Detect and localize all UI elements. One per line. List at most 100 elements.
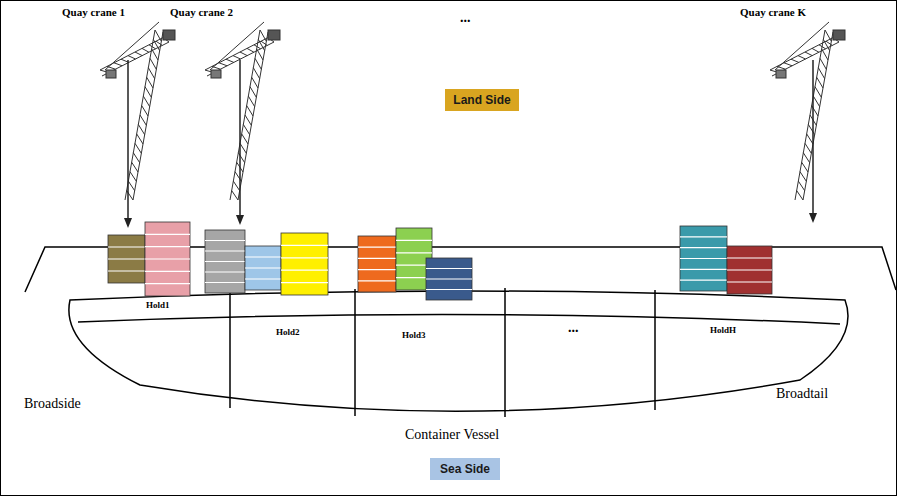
container-layer bbox=[205, 271, 245, 272]
hold-label: Hold2 bbox=[276, 327, 300, 337]
crane-symbol bbox=[205, 22, 280, 200]
stroke bbox=[798, 181, 804, 191]
container-layer bbox=[108, 246, 145, 247]
stroke bbox=[114, 63, 122, 66]
stroke bbox=[133, 153, 139, 163]
stroke bbox=[253, 68, 259, 79]
crane-cab bbox=[776, 70, 786, 78]
container-layer bbox=[281, 282, 328, 283]
crane-head bbox=[833, 30, 845, 40]
stroke bbox=[130, 172, 136, 182]
container-stack bbox=[205, 230, 245, 293]
stroke bbox=[247, 48, 254, 52]
stroke bbox=[797, 191, 803, 200]
ellipsis: ... bbox=[460, 10, 471, 26]
container-layer bbox=[145, 283, 190, 284]
crane-cab bbox=[106, 70, 116, 78]
crane-label: Quay crane 1 bbox=[62, 6, 125, 18]
vessel-label: Container Vessel bbox=[405, 427, 499, 443]
stroke bbox=[807, 134, 813, 144]
container-layer bbox=[281, 245, 328, 246]
stroke bbox=[148, 68, 154, 79]
container-layer bbox=[205, 261, 245, 262]
container-stack bbox=[680, 226, 727, 291]
container-stack bbox=[426, 258, 472, 300]
container-layer bbox=[281, 257, 328, 258]
stroke bbox=[795, 30, 825, 200]
stroke bbox=[138, 124, 144, 134]
stroke bbox=[813, 96, 819, 107]
stroke bbox=[133, 32, 163, 200]
container-layer bbox=[727, 269, 772, 270]
stroke bbox=[145, 87, 151, 98]
stroke bbox=[226, 59, 234, 62]
box-text: Sea Side bbox=[440, 462, 490, 476]
stroke bbox=[105, 22, 159, 70]
hold-label: Hold3 bbox=[402, 330, 426, 340]
stroke bbox=[240, 52, 247, 56]
stroke bbox=[238, 32, 268, 200]
stroke bbox=[232, 191, 238, 200]
container-layer bbox=[145, 258, 190, 259]
container-layer bbox=[205, 282, 245, 283]
stroke bbox=[775, 22, 829, 70]
stroke bbox=[233, 181, 239, 191]
stroke bbox=[802, 162, 808, 172]
container-layer bbox=[426, 268, 472, 269]
crane-label: Quay crane 2 bbox=[170, 6, 233, 18]
container-layer bbox=[358, 258, 396, 259]
container-layer bbox=[396, 252, 432, 253]
container-layer bbox=[358, 269, 396, 270]
stroke bbox=[125, 30, 155, 200]
stroke bbox=[137, 134, 143, 144]
stroke bbox=[242, 134, 248, 144]
hold-label: Hold1 bbox=[146, 300, 170, 310]
crane-symbol bbox=[100, 22, 175, 200]
hoist-lines bbox=[128, 60, 813, 225]
stroke bbox=[132, 162, 138, 172]
container-stack bbox=[358, 236, 396, 292]
stroke bbox=[254, 45, 261, 49]
stroke bbox=[803, 32, 833, 200]
container-layer bbox=[680, 258, 727, 259]
stroke bbox=[248, 96, 254, 107]
stroke bbox=[142, 106, 148, 116]
stroke bbox=[805, 52, 812, 56]
stroke bbox=[255, 58, 261, 69]
container-layer bbox=[358, 280, 396, 281]
ellipsis: ... bbox=[568, 320, 579, 336]
stroke bbox=[817, 77, 823, 88]
stroke bbox=[135, 52, 142, 56]
container-layer bbox=[245, 278, 281, 279]
crane-head bbox=[268, 30, 280, 40]
container-layer bbox=[205, 250, 245, 251]
stroke bbox=[150, 58, 156, 69]
container-layer bbox=[245, 256, 281, 257]
stroke bbox=[243, 124, 249, 134]
stroke bbox=[210, 22, 264, 70]
stroke bbox=[812, 48, 819, 52]
container-stack bbox=[245, 246, 281, 290]
stroke bbox=[798, 56, 806, 59]
container-layer bbox=[680, 269, 727, 270]
container-layer bbox=[426, 289, 472, 290]
quay-cranes bbox=[100, 22, 845, 200]
stroke bbox=[820, 58, 826, 69]
stroke bbox=[261, 41, 267, 45]
box-text: Land Side bbox=[453, 93, 510, 107]
stroke bbox=[147, 77, 153, 88]
container-stack bbox=[145, 222, 190, 296]
container-layer bbox=[396, 240, 432, 241]
container-layer bbox=[727, 257, 772, 258]
stroke bbox=[219, 63, 227, 66]
stroke bbox=[784, 63, 792, 66]
container-stack bbox=[727, 246, 772, 294]
container-layer bbox=[108, 258, 145, 259]
stroke bbox=[230, 30, 260, 200]
stroke bbox=[140, 115, 146, 125]
stroke bbox=[233, 56, 241, 59]
stroke bbox=[143, 96, 149, 107]
container-layer bbox=[680, 247, 727, 248]
